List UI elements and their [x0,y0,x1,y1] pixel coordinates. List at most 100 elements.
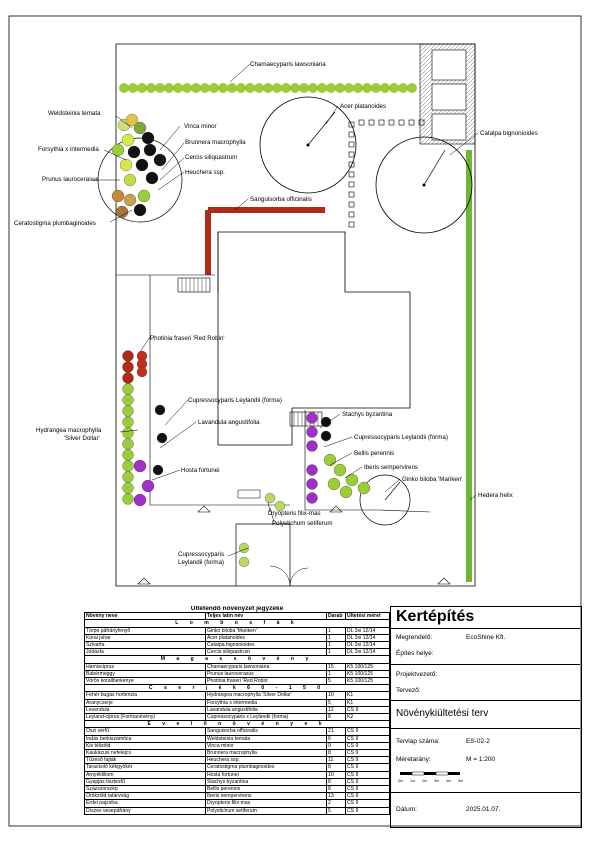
fern [264,492,276,504]
col-hungarian-name: Növény neve [84,612,206,621]
shrub [111,189,125,203]
table-cell: CS 9 [345,785,390,794]
table-cell: Dryopteris filix-mas [205,799,327,808]
title-divider-5 [390,792,580,793]
hedge-plant [272,83,282,93]
shrub [141,131,155,145]
hedge-plant [155,83,165,93]
table-cell: CS 9 [345,777,390,787]
table-cell: Cercis siliquastrum [205,648,327,657]
table-cell: 8 [326,785,346,794]
table-cell: 10 [326,691,346,700]
table-section-name: M a g a s s ö v é n y [84,655,390,664]
shrub [125,113,139,127]
shrub [115,205,129,219]
table-cell: Erdei pajzsika [84,799,206,808]
sheet-value: ES-02-2 [466,738,490,745]
plot-boundary [115,43,476,587]
table-cell: Százszorszép [84,785,206,794]
label-cupresso-3b: Leylandii (forma) [178,559,224,566]
stachys-plant [306,412,318,424]
table-cell: Júdásfa [84,648,206,657]
table-cell: 1 [326,648,346,657]
label-ceratostigma: Ceratostigma plumbaginoides [14,220,96,227]
label-hosta: Hosta fortunei [181,467,220,474]
table-cell: 5 [326,806,346,815]
table-cell: Fehér bugás hortenzia [84,691,206,700]
table-cell: 2 [326,799,346,808]
plant-labels: Chamaecyparis lawsoniana Weldsteinia tem… [14,61,538,566]
label-dryopteris: Dryopteris filix-mas [268,510,321,517]
hedge-plant [380,83,390,93]
sheet-frame [8,15,582,827]
hedge-plant [182,83,192,93]
hedge-plant [344,83,354,93]
acer-canopy [259,96,357,194]
table-section-row: M a g a s s ö v é n y [84,655,390,664]
stepping-stone [358,119,365,126]
table-cell: CS 9 [345,705,390,715]
table-cell: 13 [326,792,346,801]
label-cupresso-3a: Cupressocyparis [178,551,224,558]
label-chamaecyparis: Chamaecyparis lawsoniana [250,61,326,68]
label-catalpa: Catalpa bignonioides [480,130,538,137]
label-photinia: Photinia fraseri 'Red Robin' [150,335,225,342]
table-cell: DL 3xi 12/14 [345,648,390,657]
table-cell: CS 9 [345,792,390,801]
client-row: Megrendelő: EcoShine Kft. [396,634,576,641]
iberis-plant [323,453,337,467]
left-bed-edge [116,274,290,506]
designer-row: Tervező: [396,687,576,694]
stepping-stone [348,171,355,178]
label-hydrangea-2: 'Silver Dollar' [64,435,100,442]
table-section-row: É v e l ő n ö v é n y e k [84,720,390,729]
shrub [122,394,134,406]
table-cell: Brunnera macrophylla [205,749,327,758]
table-cell: Ceratostigma plumbaginoides [205,763,327,772]
shrub [119,158,133,172]
shrub [122,405,134,417]
hedge-plant [191,83,201,93]
table-cell: Örökzöld tatárvirág [84,792,206,801]
stepping-stone [418,119,425,126]
stachys-plant [306,478,318,490]
table-cell: Sanguisorba officinalis [205,727,327,736]
label-forsythia: Forsythia x intermedia [38,146,99,153]
hedge-plant [335,83,345,93]
stepping-stone [348,121,355,128]
label-weldsteinia: Weldsteinia temata [48,110,101,117]
gate-arc [269,565,291,587]
table-cell: Weldsteinia temata [205,734,327,743]
table-cell: DL 3xi 12/14 [345,641,390,650]
title-divider-1 [390,628,580,629]
table-cell: Kis télizöld [84,741,206,751]
table-cell: K5 100/125 [345,662,390,671]
shrub [122,471,134,483]
label-prunus: Prunus laurocerasus [42,176,99,183]
hedge-plant [389,83,399,93]
table-cell: 21 [326,727,346,736]
table-cell: 8 [326,749,346,758]
date-value: 2025.01.07. [466,806,501,813]
title-divider-2 [390,664,580,665]
fern [274,500,286,512]
cupressus-shrub [154,404,166,416]
shrub [122,493,134,505]
scale-tick-2: 2m [422,779,427,783]
sheet-label: Tervlap száma: [396,738,440,745]
label-lavandula: Lavandula angustifolia [198,419,260,426]
table-cell: Aranycserje [84,698,206,707]
col-latin-name: Teljes latin név [205,612,327,621]
label-brunnera: Brunnera macrophylla [185,139,246,146]
right-bed-edge [304,410,431,513]
col-count: Darab [326,612,346,621]
shrub [111,143,125,157]
hedge-plant [200,83,210,93]
shrub [122,482,134,494]
table-cell: Szivarfa [84,641,206,650]
iberis-plant [345,473,359,487]
